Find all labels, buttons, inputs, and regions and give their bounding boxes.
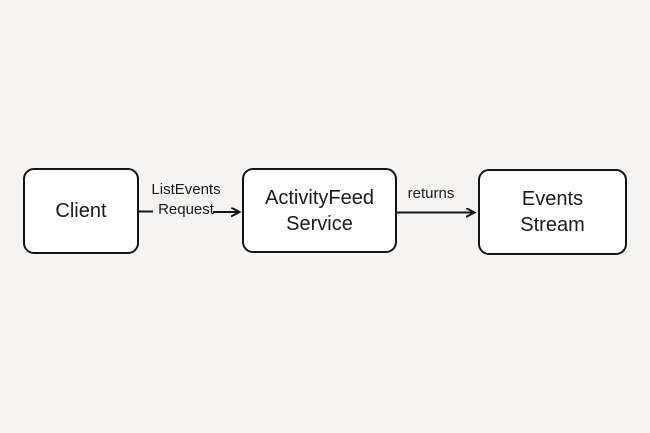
node-client: Client (23, 168, 139, 254)
edge-label-line: ListEvents (151, 181, 221, 198)
edge-label-returns: returns (395, 184, 467, 204)
edge-label-line: Request (158, 201, 214, 218)
node-activityfeed-service: ActivityFeed Service (242, 168, 397, 253)
edge-label-listevents-request: ListEvents Request (140, 180, 232, 220)
node-events-stream: Events Stream (478, 169, 627, 255)
edge-label-line: returns (407, 185, 455, 202)
